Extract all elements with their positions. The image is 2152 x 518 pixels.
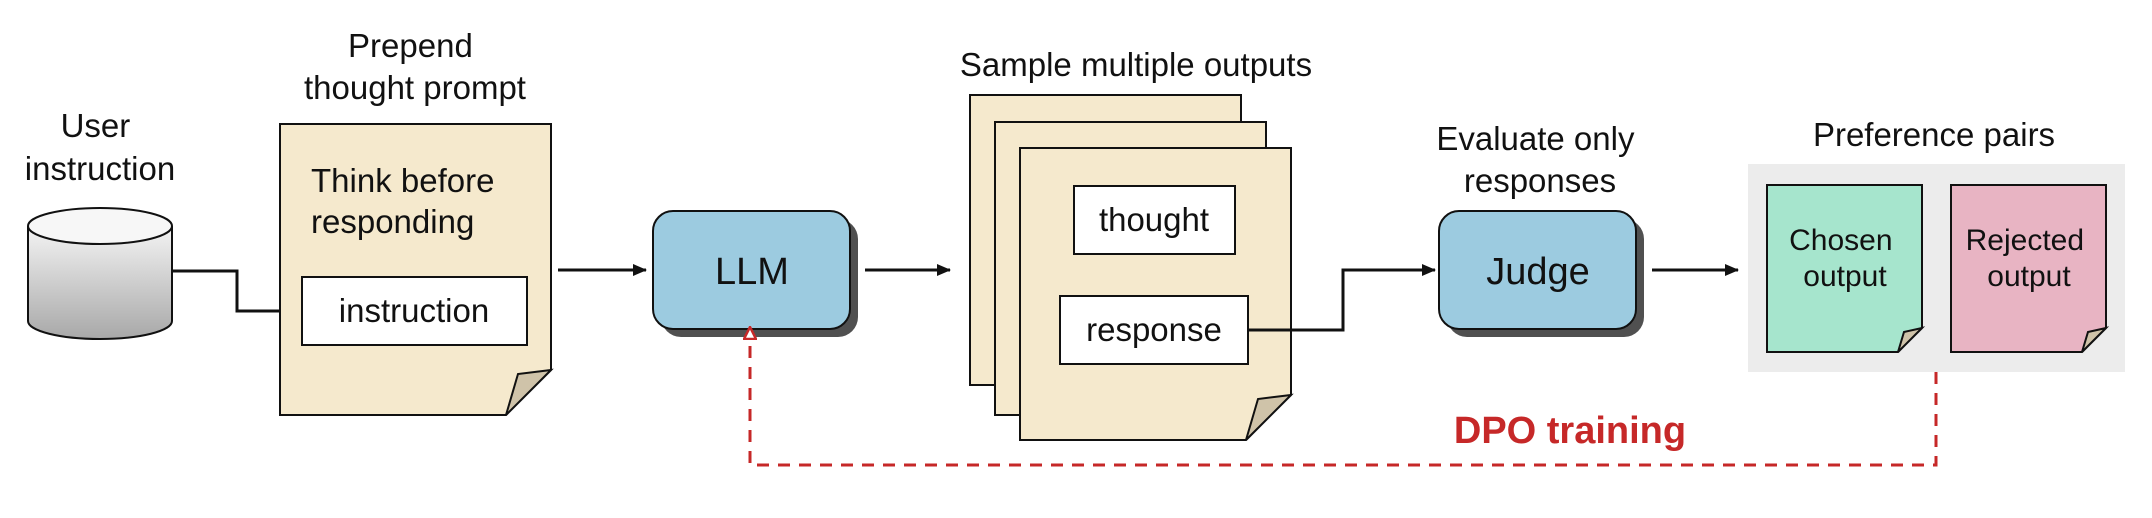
preference-pairs-label: Preference pairs [1813, 116, 2055, 153]
db-to-instruction-arrow [172, 269, 302, 317]
llm-label: LLM [715, 251, 789, 293]
instruction-box-label: instruction [339, 292, 489, 329]
dpo-feedback-arrow [750, 333, 1938, 467]
rejected-output-label: Rejected output [1966, 224, 2093, 293]
thought-box [1073, 185, 1236, 255]
judge-label: Judge [1486, 251, 1590, 293]
response-to-judge-arrow [1248, 264, 1436, 332]
user-instruction-label: User instruction [25, 107, 175, 187]
prompt-text: Think before responding [311, 162, 504, 240]
thought-box-label: thought [1099, 201, 1209, 238]
instruction-box [301, 276, 528, 346]
chosen-output-document [1766, 184, 1926, 353]
judge-box [1438, 210, 1637, 330]
chosen-output-label: Chosen output [1789, 224, 1901, 293]
database-icon [27, 207, 173, 340]
prepend-thought-prompt-label: Prepend thought prompt [304, 27, 526, 106]
rejected-output-document [1950, 184, 2110, 353]
response-box-label: response [1086, 311, 1222, 348]
dpo-training-label: DPO training [1454, 410, 1686, 452]
sample-outputs-label: Sample multiple outputs [960, 46, 1312, 83]
evaluate-responses-label: Evaluate only responses [1436, 120, 1643, 199]
